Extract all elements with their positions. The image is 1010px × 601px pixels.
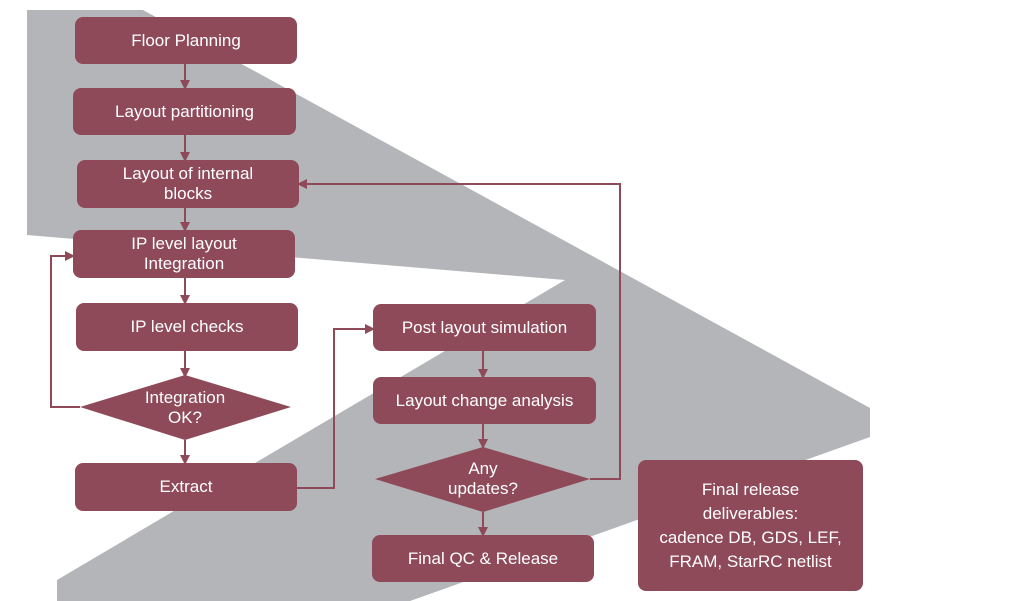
connector-integration-ok-loopback xyxy=(50,251,80,408)
step-ip-level-checks: IP level checks xyxy=(76,303,298,351)
decision-integration-ok-label: Integration OK? xyxy=(144,388,226,427)
final-release-line: FRAM, StarRC netlist xyxy=(669,551,832,571)
step-post-layout-simulation: Post layout simulation xyxy=(373,304,596,351)
decision-integration-ok-shape xyxy=(80,375,291,440)
connector-any-updates-loopback xyxy=(297,179,621,480)
final-release-line: Final release xyxy=(701,479,800,499)
step-floor-planning: Floor Planning xyxy=(75,17,297,64)
decision-any-updates-label: Any updates? xyxy=(448,459,518,498)
step-final-qc-release: Final QC & Release xyxy=(372,535,594,582)
decision-any-updates-shape xyxy=(375,447,590,512)
background-band xyxy=(27,10,870,601)
step-extract: Extract xyxy=(75,463,297,511)
step-layout-partitioning: Layout partitioning xyxy=(73,88,296,135)
final-release-line: deliverables: xyxy=(702,503,799,523)
final-release-line: cadence DB, GDS, LEF, xyxy=(659,527,842,547)
step-layout-change-analysis: Layout change analysis xyxy=(373,377,596,424)
final-release-deliverables-box: Final release deliverables: cadence DB, … xyxy=(638,460,863,591)
step-layout-internal-blocks: Layout of internal blocks xyxy=(77,160,299,208)
step-ip-level-layout-integration: IP level layout Integration xyxy=(73,230,295,278)
connector-extract-to-post-layout-sim xyxy=(297,324,375,489)
